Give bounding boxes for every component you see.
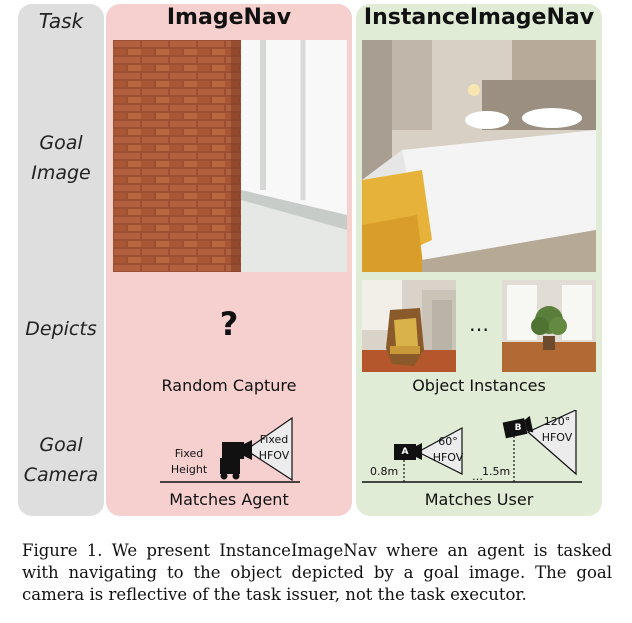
imagenav-camera-diagram — [160, 416, 300, 483]
camera-b-height-label: 1.5m — [482, 465, 511, 478]
instance-photo-chair — [362, 280, 456, 372]
task-column — [18, 4, 104, 516]
camera-b-fov-label: 120° HFOV — [541, 415, 573, 444]
camera-b-icon — [502, 418, 528, 439]
instance-photo-plant — [502, 280, 596, 372]
instance-camera-diagram — [362, 410, 582, 483]
ground-ellipsis: … — [472, 470, 483, 483]
instance-camera-caption: Matches User — [424, 490, 534, 509]
robot-body-icon — [220, 458, 240, 474]
instance-ellipsis: … — [469, 312, 489, 336]
instanceimagenav-goal-image — [362, 40, 596, 272]
camera-icon — [222, 442, 244, 459]
camera-a-fov-label: 60° HFOV — [432, 435, 464, 464]
row-label-goal-camera: Goal Camera — [23, 434, 99, 486]
camera-a-label: A — [401, 447, 409, 457]
imagenav-goal-image — [113, 40, 347, 272]
imagenav-header: ImageNav — [166, 5, 292, 30]
instance-depicts-caption: Object Instances — [412, 376, 546, 395]
task-header: Task — [38, 9, 84, 33]
row-label-depicts: Depicts — [25, 318, 97, 340]
imagenav-depicts-caption: Random Capture — [161, 376, 297, 395]
question-mark-icon: ? — [219, 305, 239, 343]
camera-b-label: B — [514, 423, 522, 433]
imagenav-fixed-hfov-label: Fixed HFOV — [258, 433, 290, 462]
imagenav-camera-caption: Matches Agent — [169, 490, 289, 509]
camera-a-height-label: 0.8m — [370, 465, 399, 478]
instanceimagenav-header: InstanceImageNav — [363, 5, 595, 30]
figure-caption: Figure 1. We present InstanceImageNav wh… — [22, 541, 612, 604]
imagenav-fixed-height-label: Fixed Height — [170, 447, 208, 476]
row-label-goal-image: Goal Image — [31, 132, 91, 184]
camera-a-icon — [394, 444, 416, 460]
